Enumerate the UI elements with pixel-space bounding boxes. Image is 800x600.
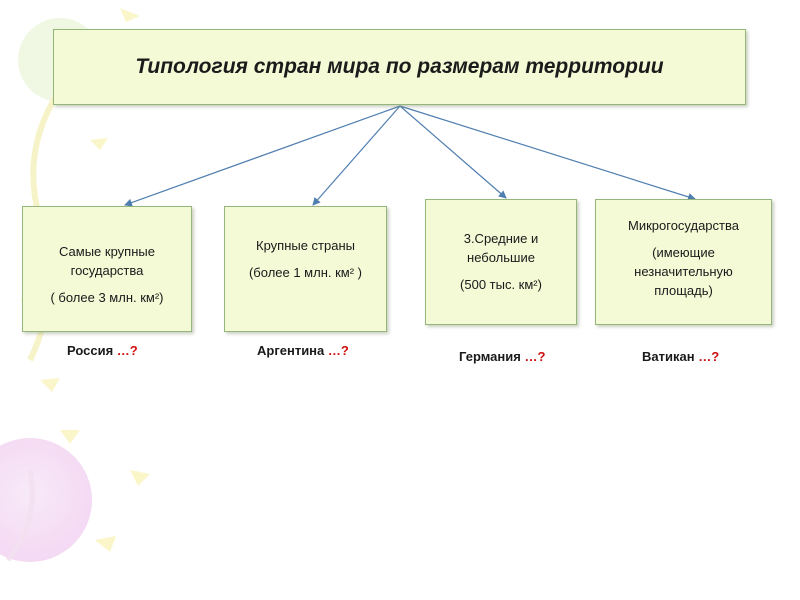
category-area-detail: ( более 3 млн. км²) (50, 289, 164, 305)
diagram-title: Типология стран мира по размерам террито… (135, 54, 664, 78)
example-argentina: Аргентина …? (257, 343, 349, 358)
diagram-title-box: Типология стран мира по размерам террито… (53, 29, 746, 105)
category-box-large-countries: Крупные страны (более 1 млн. км² ) (224, 206, 387, 332)
category-label-line: Крупные страны (256, 238, 355, 253)
example-vatican: Ватикан …? (642, 349, 719, 364)
example-germany: Германия …? (459, 349, 545, 364)
example-country: Германия (459, 349, 521, 364)
example-country: Аргентина (257, 343, 325, 358)
category-label-line: Самые крупные (59, 244, 155, 259)
question-mark: …? (694, 349, 720, 364)
category-label-line: небольшие (467, 249, 535, 265)
category-box-largest-states: Самые крупные государства ( более 3 млн.… (22, 206, 192, 332)
category-box-medium-small: 3.Средние и небольшие (500 тыс. км²) (425, 199, 577, 325)
example-country: Ватикан (642, 349, 695, 364)
category-area-detail: незначительную (634, 263, 733, 279)
question-mark: …? (113, 343, 138, 358)
category-label-line: Микрогосударства (628, 218, 739, 233)
example-country: Россия (67, 343, 114, 358)
question-mark: …? (520, 349, 546, 364)
example-russia: Россия …? (67, 343, 138, 358)
category-label-line: государства (70, 262, 144, 278)
question-mark: …? (324, 343, 349, 358)
category-area-detail: (500 тыс. км²) (460, 276, 542, 292)
category-area-detail: (более 1 млн. км² ) (248, 264, 363, 280)
category-box-microstates: Микрогосударства (имеющие незначительную… (595, 199, 772, 325)
category-area-detail: (имеющие (652, 244, 715, 260)
category-area-detail: площадь) (654, 282, 713, 298)
category-label-line: 3.Средние и (463, 231, 539, 246)
